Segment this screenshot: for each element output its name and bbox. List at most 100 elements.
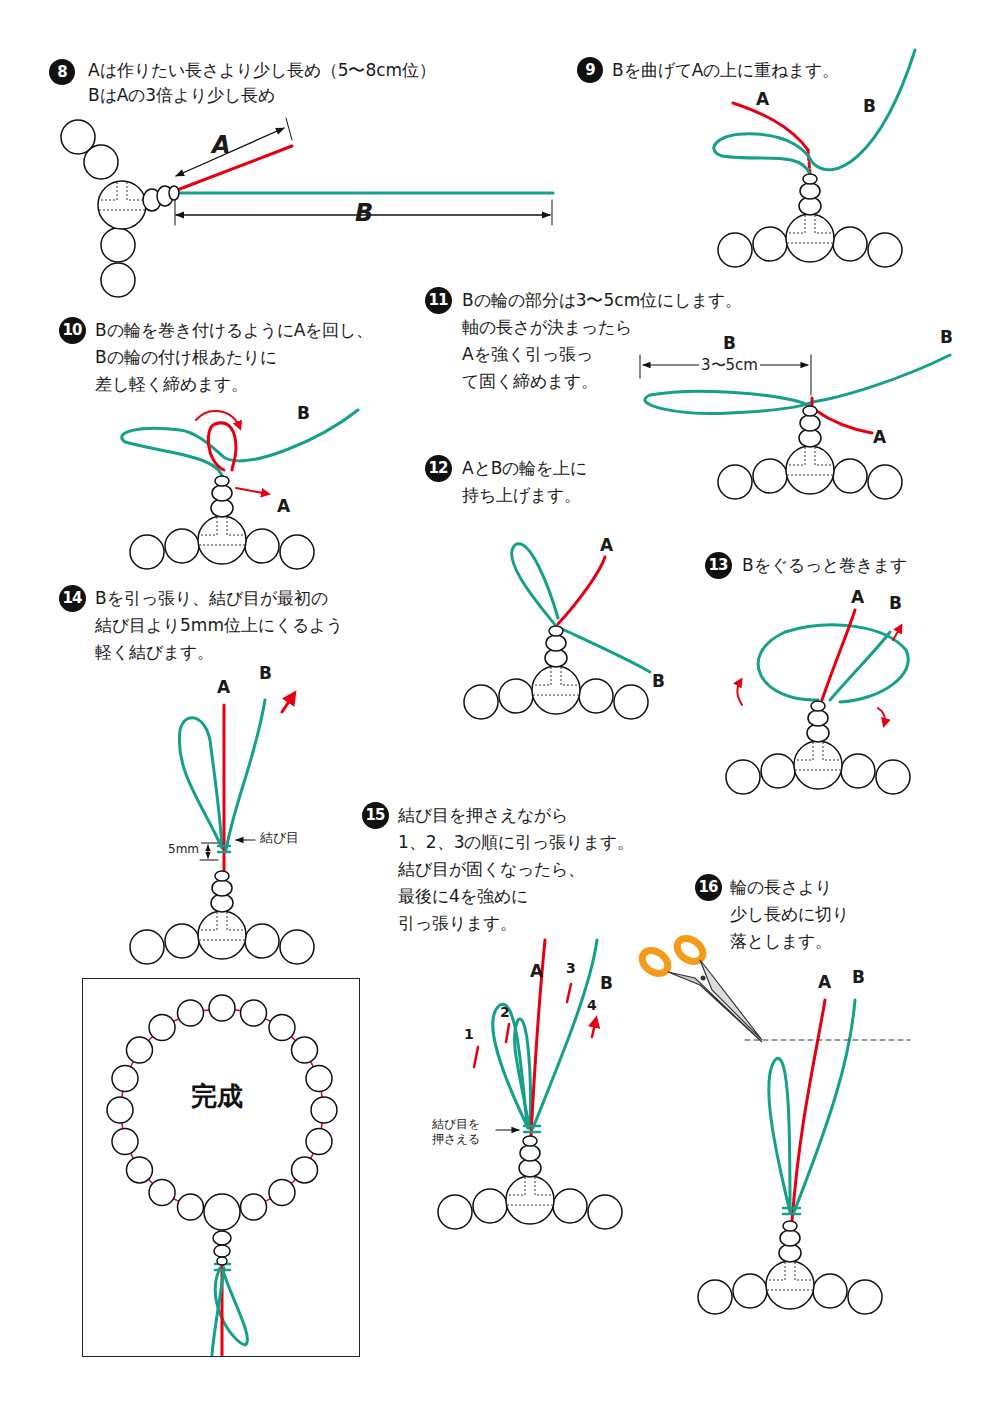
bead <box>800 183 820 199</box>
bead-group <box>61 120 179 297</box>
bead-hole <box>795 742 841 770</box>
cord-label: A <box>851 588 864 607</box>
bead <box>245 924 279 958</box>
bead-hole <box>99 182 145 210</box>
bead <box>149 1180 175 1206</box>
bead <box>803 174 817 184</box>
bead <box>98 181 146 229</box>
cord-label: A <box>818 973 831 992</box>
bead-group <box>718 174 902 267</box>
bead <box>546 635 566 651</box>
bead <box>868 233 902 267</box>
bead <box>532 666 580 714</box>
bead <box>553 1189 587 1223</box>
step-number-text: 16 <box>699 878 718 896</box>
step-number: 15 <box>362 802 389 829</box>
bead <box>761 754 795 788</box>
bead-illustrations <box>61 120 910 1314</box>
bead <box>112 1129 138 1155</box>
bead-hole <box>533 667 579 695</box>
bead <box>794 741 842 789</box>
cord-label: B <box>940 328 953 347</box>
cord-label: B <box>259 664 272 683</box>
cord-label: A <box>600 536 613 555</box>
bead-hole <box>787 447 833 475</box>
bead-group <box>130 476 314 569</box>
bead <box>786 446 834 494</box>
bead <box>292 1157 318 1183</box>
bead <box>245 529 279 563</box>
bead <box>269 1180 295 1206</box>
result-frame: 完成 <box>82 978 360 1357</box>
cord-label: B <box>889 594 902 613</box>
cord-label: B <box>652 672 665 691</box>
step-number: 13 <box>705 552 732 579</box>
bead <box>868 465 902 499</box>
bead <box>614 685 648 719</box>
cord-label: B <box>600 974 613 993</box>
bead <box>209 995 235 1021</box>
bead <box>698 1280 732 1314</box>
annotation: 5mm <box>166 842 201 857</box>
dimension-label: A <box>212 132 231 158</box>
bead <box>169 186 179 200</box>
cord-label: 3 <box>566 961 576 976</box>
step-number-text: 9 <box>585 61 594 79</box>
cord-label: B <box>297 404 310 423</box>
cord-label: B <box>852 968 865 987</box>
bead <box>204 1194 240 1230</box>
bead-group <box>464 626 648 719</box>
bead <box>306 1129 332 1155</box>
bead-group <box>130 871 314 964</box>
bead <box>280 535 314 569</box>
bead <box>126 1037 152 1063</box>
bead <box>280 930 314 964</box>
bead <box>506 1176 554 1224</box>
bead-group <box>726 701 910 794</box>
cord-label: 4 <box>587 998 597 1013</box>
bead <box>165 924 199 958</box>
bead <box>833 459 867 493</box>
bead <box>177 1194 203 1220</box>
bead-group <box>698 1221 882 1314</box>
step-number: 8 <box>49 59 75 85</box>
bead <box>213 1231 231 1245</box>
step-number-text: 11 <box>429 291 448 309</box>
step-number: 11 <box>425 287 452 314</box>
bead <box>311 1097 337 1123</box>
bead <box>101 228 135 262</box>
result-title: 完成 <box>191 1079 243 1114</box>
bead <box>214 1245 230 1257</box>
annotation: 結び目を 押さえる <box>430 1117 482 1147</box>
bead <box>718 233 752 267</box>
bead <box>306 1065 332 1091</box>
instruction-text: Aは作りたい長さより少し長め（5〜8cm位） BはAの3倍より少し長め <box>88 58 436 108</box>
step-number-text: 15 <box>366 806 385 824</box>
annotation: 3〜5cm <box>699 356 760 375</box>
instruction-text: 輪の長さより 少し長めに切り 落とします。 <box>730 874 849 955</box>
step-number-text: 12 <box>429 459 448 477</box>
instruction-text: AとBの輪を上に 持ち上げます。 <box>462 455 587 509</box>
rosary <box>107 995 337 1265</box>
bead <box>241 1000 267 1026</box>
bead <box>292 1037 318 1063</box>
bead <box>101 263 135 297</box>
bead <box>241 1194 267 1220</box>
bead <box>269 1014 295 1040</box>
annotation: 結び目 <box>258 830 301 846</box>
bead-hole <box>199 912 245 940</box>
cord-label: A <box>277 497 290 516</box>
bead <box>212 880 232 896</box>
instruction-text: Bの輪を巻き付けるようにAを回し、 Bの輪の付け根あたりに 差し軽く締めます。 <box>95 317 373 398</box>
bead <box>499 679 533 713</box>
bead-hole <box>507 1177 553 1205</box>
step-number-text: 14 <box>63 589 82 607</box>
bead <box>130 930 164 964</box>
instruction-text: 結び目を押さえながら 1、2、3の順に引っ張ります。 結び目が固くなったら、 最… <box>398 802 634 937</box>
cord-label: A <box>756 90 769 109</box>
bead <box>811 701 825 711</box>
bead <box>523 1136 537 1146</box>
bead <box>126 1157 152 1183</box>
bead <box>780 1230 800 1246</box>
